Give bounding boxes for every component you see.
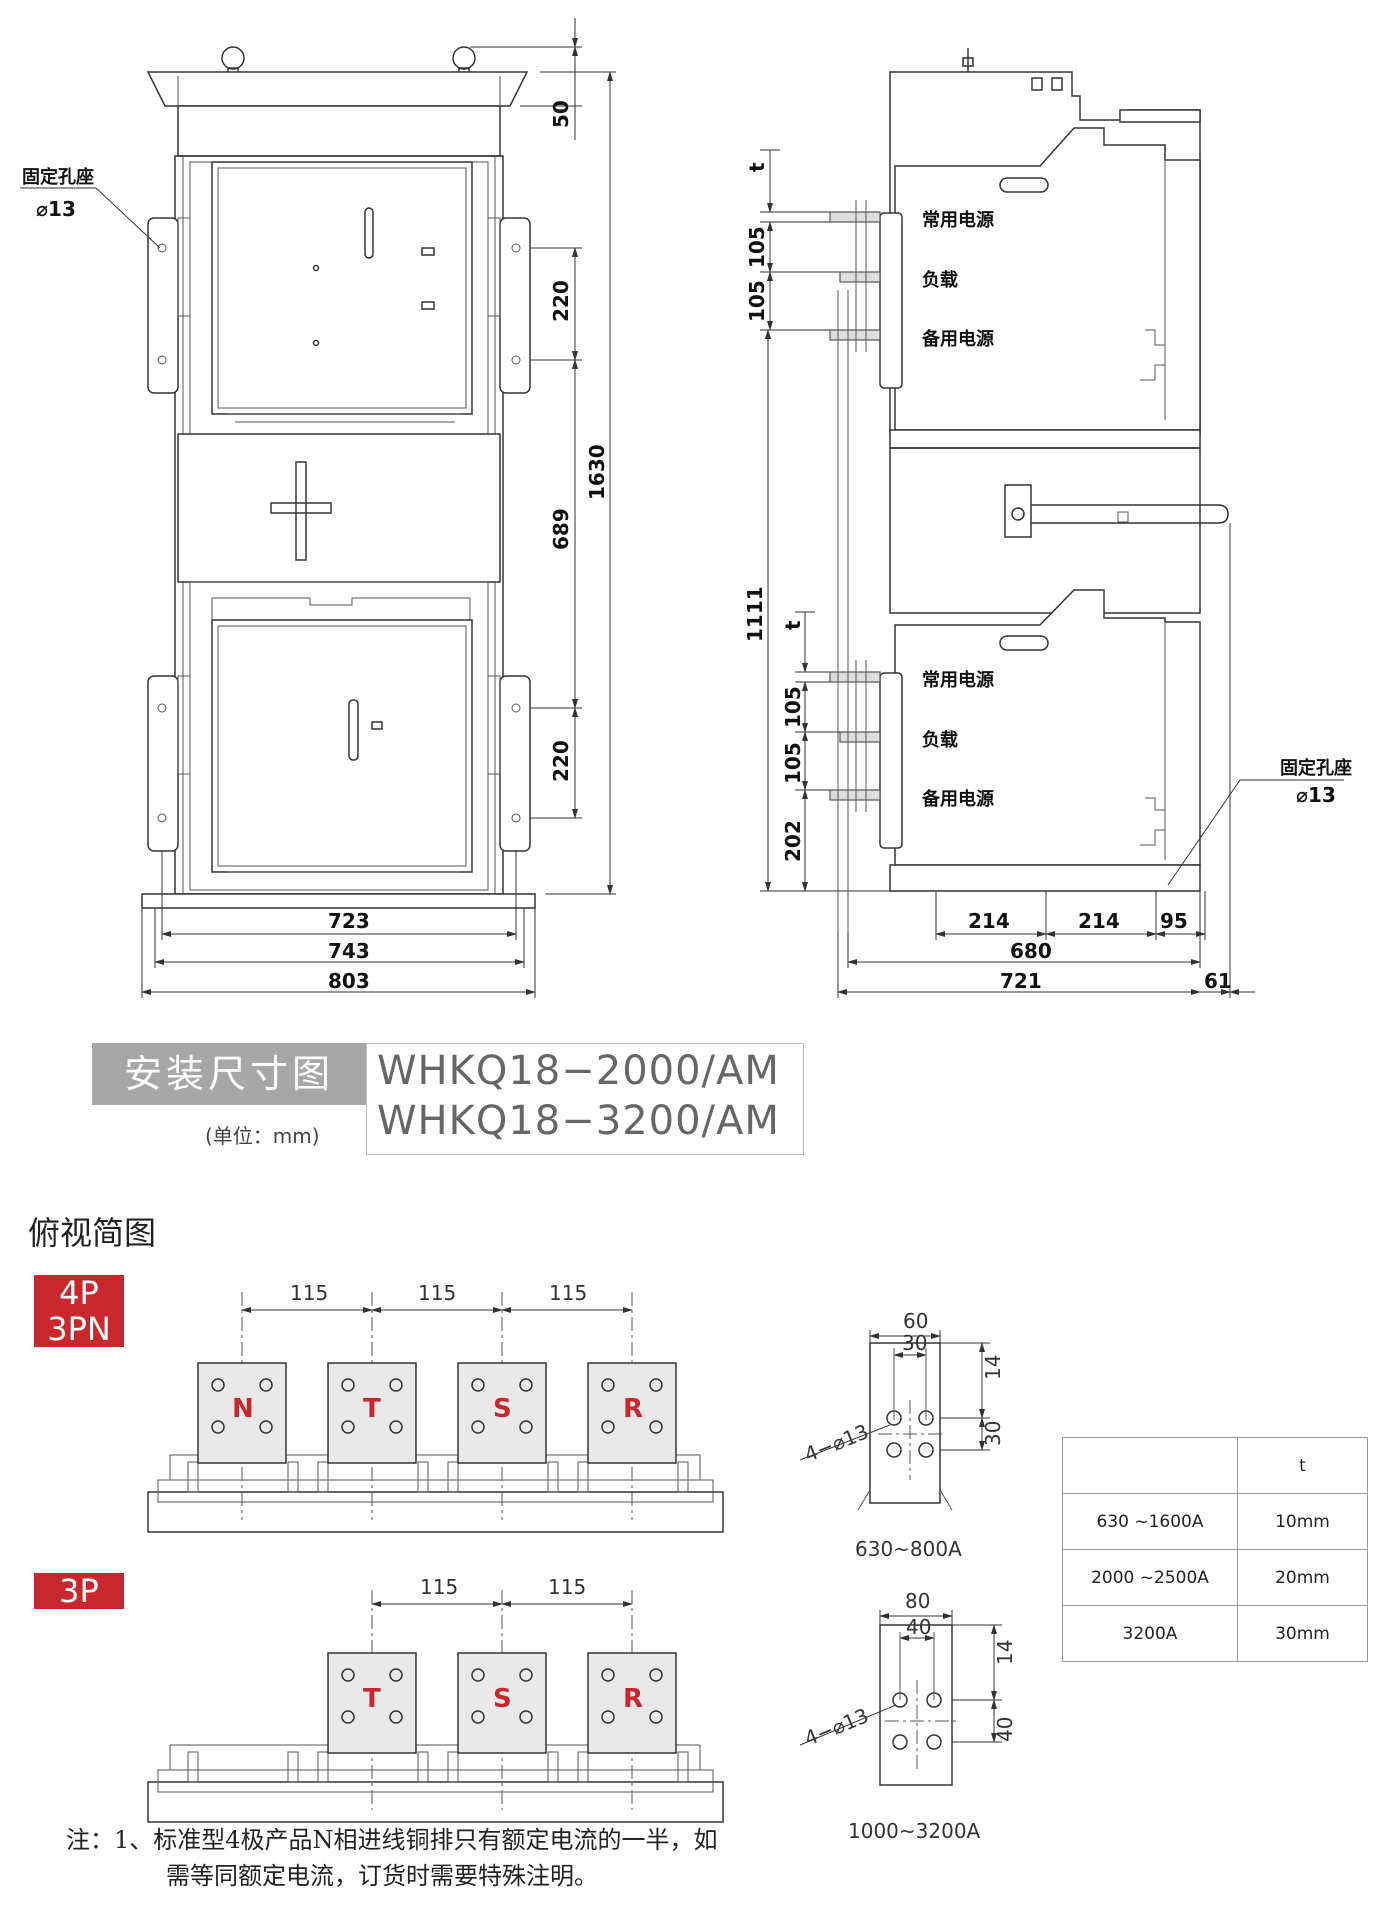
dim-61: 61 [1204, 969, 1232, 993]
terminal-detail-b: 80 40 14 40 4−⌀13 1000~3200A [799, 1589, 1017, 1843]
spacing-3p-2: 115 [548, 1575, 586, 1599]
spacing-3p-1: 115 [420, 1575, 458, 1599]
label-backup-source-upper: 备用电源 [921, 328, 994, 350]
phase-s: S [493, 1394, 512, 1424]
dim-803: 803 [328, 969, 370, 993]
dim-1630: 1630 [585, 444, 609, 500]
top-view-heading: 俯视简图 [28, 1214, 157, 1252]
front-view: 50 220 689 1630 220 723 743 803 固定孔座 ⌀13 [20, 18, 616, 998]
phase-r: R [623, 1394, 643, 1424]
table-cell: 2000 ~2500A [1062, 1549, 1238, 1606]
terminal-a-half: 30 [902, 1331, 927, 1355]
terminal-b-width: 80 [905, 1589, 930, 1613]
table-row: 630 ~1600A 10mm [1062, 1493, 1368, 1550]
table-row: 2000 ~2500A 20mm [1062, 1549, 1368, 1606]
tag-4p: 4P [34, 1275, 124, 1311]
table-cell: 10mm [1237, 1493, 1368, 1550]
model-box: WHKQ18−2000/AM WHKQ18−3200/AM [366, 1043, 804, 1155]
footnote-line-2: 需等同额定电流，订货时需要特殊注明。 [166, 1862, 598, 1890]
table-header-current [1062, 1437, 1238, 1494]
label-load-lower: 负载 [922, 729, 958, 751]
dim-680: 680 [1010, 939, 1052, 963]
lifting-eye-left [221, 46, 245, 70]
side-fix-hole-dia: ⌀13 [1296, 783, 1336, 807]
dim-50: 50 [549, 100, 573, 128]
drawing-title: 安装尺寸图 [92, 1043, 366, 1105]
terminal-b-half: 40 [906, 1615, 931, 1639]
table-cell: 30mm [1237, 1605, 1368, 1662]
label-load-upper: 负载 [922, 269, 958, 291]
phase-n: N [232, 1394, 254, 1424]
table-cell: 630 ~1600A [1062, 1493, 1238, 1550]
dim-105-a: 105 [745, 226, 769, 268]
phase-3p-r: R [623, 1684, 643, 1714]
dim-721: 721 [1000, 969, 1042, 993]
table-header-t: t [1237, 1437, 1368, 1494]
dim-t-lower: t [781, 620, 805, 630]
fix-hole-leader [95, 187, 161, 249]
fix-hole-label: 固定孔座 [22, 166, 94, 188]
terminal-a-pitch: 30 [981, 1421, 1005, 1446]
spacing-4p-3: 115 [549, 1281, 587, 1305]
dim-1111: 1111 [743, 586, 767, 642]
terminal-a-width: 60 [903, 1309, 928, 1333]
terminal-detail-a: 60 30 14 30 4−⌀13 630~800A [799, 1309, 1005, 1561]
dim-723: 723 [328, 909, 370, 933]
fix-hole-dia: ⌀13 [36, 197, 76, 221]
dim-t-upper: t [745, 162, 769, 172]
dim-220-lower: 220 [549, 740, 573, 782]
terminal-b-range: 1000~3200A [848, 1819, 981, 1843]
terminal-b-top: 14 [993, 1640, 1017, 1665]
dim-214-a: 214 [968, 909, 1010, 933]
terminal-a-holes: 4−⌀13 [801, 1419, 872, 1466]
table-cell: 3200A [1062, 1605, 1238, 1662]
model-2000: WHKQ18−2000/AM [377, 1048, 780, 1094]
table-cell: 20mm [1237, 1549, 1368, 1606]
top-view-3p: T S R 115 115 [147, 1575, 724, 1823]
label-common-source-lower: 常用电源 [922, 669, 994, 691]
spacing-4p-2: 115 [418, 1281, 456, 1305]
terminal-b-pitch: 40 [993, 1717, 1017, 1742]
spacing-4p-1: 115 [290, 1281, 328, 1305]
model-3200: WHKQ18−3200/AM [377, 1098, 780, 1144]
side-fix-hole-label: 固定孔座 [1280, 757, 1352, 779]
phase-3p-t: T [363, 1684, 381, 1714]
top-view-4p: N T S R 115 115 115 [147, 1281, 724, 1533]
table-header-row: t [1062, 1437, 1368, 1494]
footnote-line-1: 注：1、标准型4极产品N相进线铜排只有额定电流的一半，如 [66, 1826, 718, 1854]
dim-220-upper: 220 [549, 280, 573, 322]
dim-202: 202 [781, 820, 805, 862]
unit-label: (单位：mm) [205, 1124, 320, 1148]
lifting-eye-right [452, 46, 476, 70]
phase-3p-s: S [493, 1684, 512, 1714]
table-row: 3200A 30mm [1062, 1605, 1368, 1662]
dim-105-c: 105 [781, 686, 805, 728]
side-view: t 105 105 1111 t 105 105 202 常用电源 负载 备用电… [743, 48, 1352, 998]
terminal-a-range: 630~800A [855, 1537, 962, 1561]
dim-689: 689 [549, 508, 573, 550]
footnote: 注：1、标准型4极产品N相进线铜排只有额定电流的一半，如 需等同额定电流，订货时… [66, 1822, 718, 1894]
tag-3p: 3P [34, 1573, 124, 1609]
dim-105-b: 105 [745, 280, 769, 322]
dim-95: 95 [1160, 909, 1188, 933]
tag-3pn: 3PN [34, 1311, 124, 1347]
terminal-a-top: 14 [981, 1355, 1005, 1380]
terminal-b-holes: 4−⌀13 [801, 1703, 872, 1750]
dim-105-d: 105 [781, 742, 805, 784]
dim-743: 743 [328, 939, 370, 963]
phase-t: T [363, 1394, 381, 1424]
current-thickness-table: t 630 ~1600A 10mm 2000 ~2500A 20mm 3200A… [1062, 1437, 1368, 1662]
label-backup-source-lower: 备用电源 [921, 788, 994, 810]
dim-214-b: 214 [1078, 909, 1120, 933]
label-common-source-upper: 常用电源 [922, 209, 994, 231]
